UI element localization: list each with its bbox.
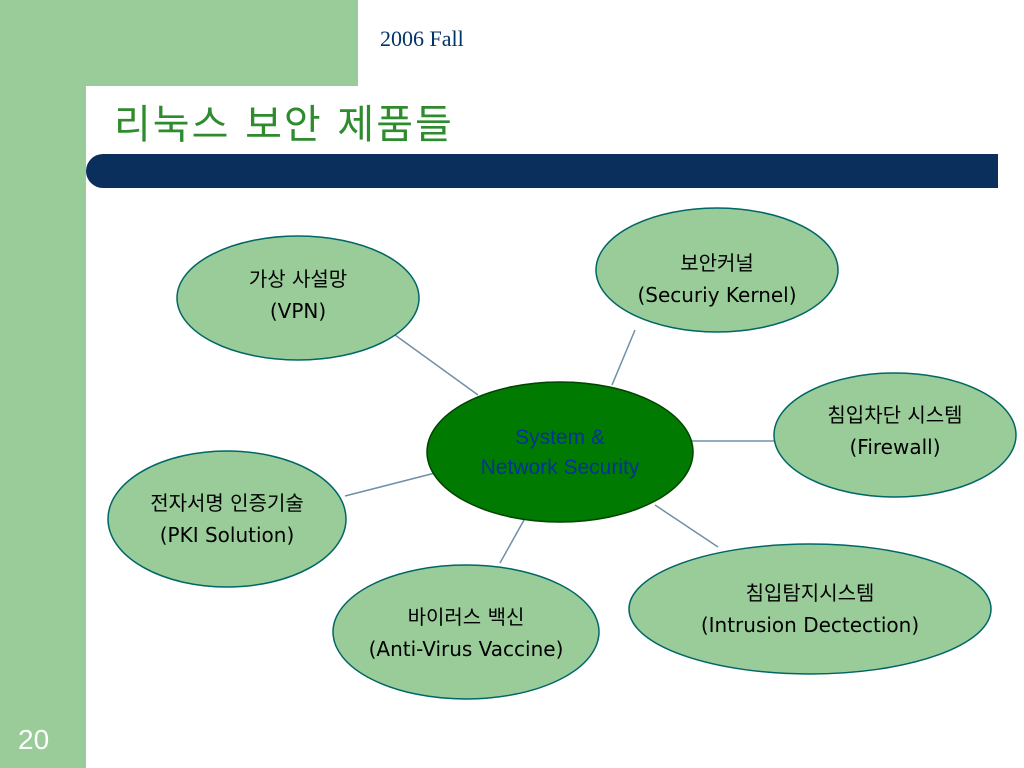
node-ids: 침입탐지시스템 (Intrusion Dectection) (628, 543, 992, 675)
connector-vpn (394, 334, 479, 396)
node-ids-line1: 침입탐지시스템 (746, 581, 875, 605)
node-pki: 전자서명 인증기술 (PKI Solution) (107, 450, 347, 588)
node-firewall: 침입차단 시스템 (Firewall) (773, 372, 1017, 498)
slide-header: 2006 Fall (380, 26, 464, 51)
node-ids-line2: (Intrusion Dectection) (701, 613, 919, 637)
node-vpn-line2: (VPN) (270, 299, 326, 323)
node-vpn-line1: 가상 사설망 (249, 267, 347, 291)
node-antivirus-line2: (Anti-Virus Vaccine) (369, 637, 564, 661)
node-firewall-line1: 침입차단 시스템 (827, 403, 962, 427)
center-node: System & Network Security (426, 381, 694, 523)
node-vpn: 가상 사설망 (VPN) (176, 235, 420, 361)
center-node-line2: Network Security (481, 456, 640, 479)
node-kernel-line2: (Securiy Kernel) (637, 283, 796, 307)
node-antivirus-line1: 바이러스 백신 (408, 605, 525, 629)
node-antivirus: 바이러스 백신 (Anti-Virus Vaccine) (332, 564, 600, 700)
center-node-line1: System & (515, 426, 605, 449)
connector-antivirus (499, 519, 525, 564)
page-number: 20 (18, 724, 50, 755)
top-corner-band (86, 0, 358, 86)
slide-title: 리눅스 보안 제품들 (114, 102, 454, 148)
connector-kernel (611, 329, 636, 386)
connector-pki (344, 472, 436, 497)
connector-lines (344, 329, 775, 564)
node-kernel-line1: 보안커널 (680, 251, 754, 275)
node-pki-line2: (PKI Solution) (160, 523, 295, 547)
node-kernel: 보안커널 (Securiy Kernel) (595, 207, 839, 333)
connector-ids (654, 504, 719, 548)
node-pki-line1: 전자서명 인증기술 (150, 491, 304, 515)
title-underline-bar (86, 154, 998, 188)
left-sidebar-band (0, 0, 86, 768)
node-firewall-line2: (Firewall) (849, 435, 940, 459)
